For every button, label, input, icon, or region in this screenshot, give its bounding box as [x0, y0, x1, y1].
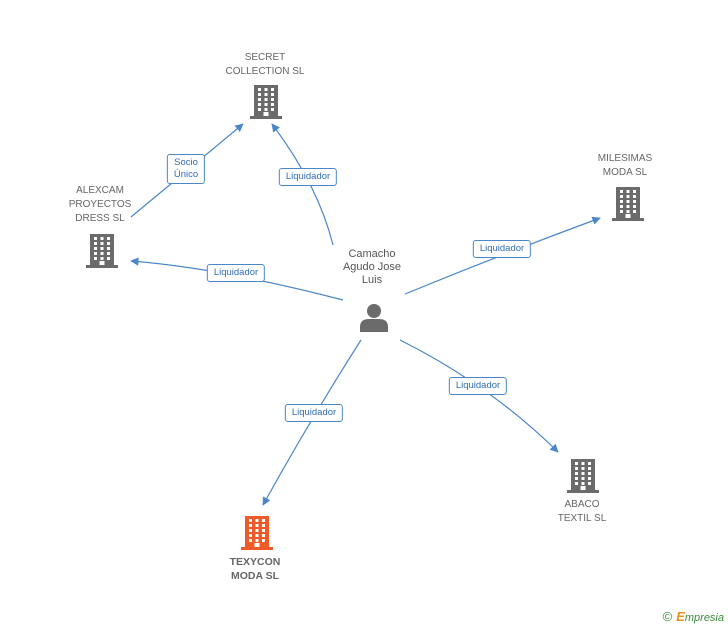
- edge-label-line: Liquidador: [213, 267, 259, 278]
- person-label-line: Luis: [361, 274, 383, 286]
- company-label-line: MODA SL: [602, 167, 648, 178]
- edge-label-center-texycon[interactable]: Liquidador: [284, 404, 344, 422]
- building-icon-texycon[interactable]: [241, 516, 273, 550]
- company-label-secret[interactable]: SECRET COLLECTION SL: [226, 51, 305, 79]
- edge-label-line: Socio: [174, 157, 198, 168]
- company-label-line: MODA SL: [230, 570, 280, 582]
- edge-label-line: Liquidador: [479, 243, 525, 254]
- company-label-line: SECRET: [244, 52, 286, 63]
- building-icon-secret[interactable]: [250, 85, 282, 119]
- brand-initial: E: [676, 609, 685, 624]
- company-label-alexcam[interactable]: ALEXCAM PROYECTOS DRESS SL: [69, 184, 132, 226]
- edge-label-line: Liquidador: [285, 171, 331, 182]
- person-icon[interactable]: [359, 302, 389, 332]
- edge-label-center-abaco[interactable]: Liquidador: [448, 377, 508, 395]
- building-icon-abaco[interactable]: [567, 459, 599, 493]
- building-icon-milesimas[interactable]: [612, 187, 644, 221]
- company-label-line: COLLECTION SL: [225, 66, 305, 77]
- company-label-abaco[interactable]: ABACO TEXTIL SL: [558, 498, 607, 526]
- company-label-texycon[interactable]: TEXYCON MODA SL: [230, 555, 281, 583]
- edge-label-line: Liquidador: [291, 407, 337, 418]
- company-label-line: ALEXCAM: [76, 185, 124, 196]
- company-label-line: MILESIMAS: [597, 153, 653, 164]
- edge-label-center-secret[interactable]: Liquidador: [278, 168, 338, 186]
- company-label-line: DRESS SL: [75, 213, 125, 224]
- edge-label-center-milesimas[interactable]: Liquidador: [472, 240, 532, 258]
- person-label: Camacho Agudo Jose Luis: [343, 248, 401, 287]
- edge-label-center-alexcam[interactable]: Liquidador: [206, 264, 266, 282]
- edge-label-line: Único: [173, 169, 199, 180]
- company-label-line: TEXTIL SL: [557, 513, 607, 524]
- brand-logo: ©Empresia: [663, 609, 724, 624]
- edge-label-line: Liquidador: [455, 380, 501, 391]
- company-label-line: PROYECTOS: [68, 199, 132, 210]
- person-label-line: Camacho: [348, 248, 396, 260]
- building-icon-alexcam[interactable]: [86, 234, 118, 268]
- person-label-line: Agudo Jose: [342, 261, 402, 273]
- company-label-line: ABACO: [564, 499, 600, 510]
- company-label-milesimas[interactable]: MILESIMAS MODA SL: [598, 152, 652, 180]
- company-label-line: TEXYCON: [229, 556, 281, 568]
- copyright-symbol: ©: [662, 609, 673, 624]
- edge-center-abaco: [399, 339, 559, 453]
- edge-center-texycon: [262, 339, 362, 506]
- brand-name: mpresia: [684, 612, 724, 624]
